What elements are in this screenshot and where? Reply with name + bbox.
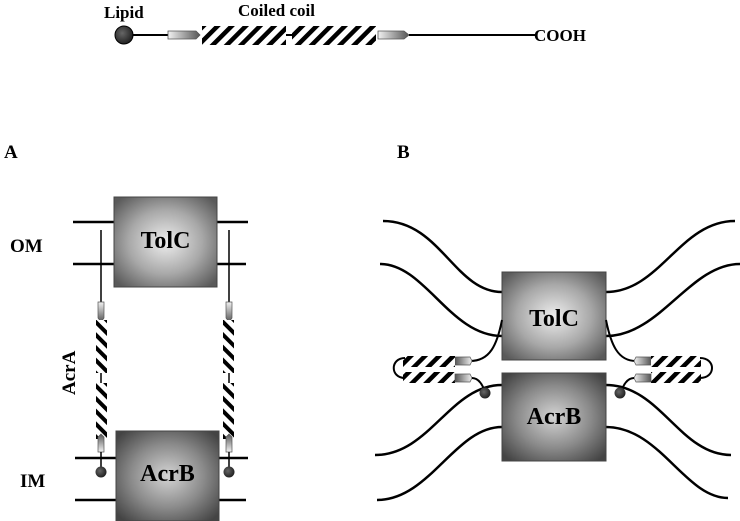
- acra-left-hairpin: [392, 319, 503, 399]
- tolc-label-b: TolC: [529, 306, 579, 332]
- coiled-coil-label: Coiled coil: [238, 1, 315, 20]
- acra-label: AcrA: [59, 350, 80, 395]
- panel-a-label: A: [4, 142, 18, 163]
- coiled-coil-segment-1: [202, 26, 286, 45]
- acrb-label: AcrB: [140, 461, 195, 487]
- acra-right-hairpin: [605, 319, 713, 399]
- acrb-box-b: [501, 372, 607, 462]
- acrb-box: [115, 430, 220, 521]
- acra-left: [95, 230, 107, 478]
- coiled-coil-segment-2: [292, 26, 376, 45]
- domain-structure: Lipid Coiled coil COOH: [104, 1, 586, 45]
- cooh-label: COOH: [534, 26, 586, 45]
- lipid-icon: [114, 25, 134, 45]
- linker-domain-2: [377, 30, 410, 40]
- acrb-label-b: AcrB: [527, 404, 582, 430]
- panel-a: A OM IM AcrA TolC AcrB: [4, 142, 248, 521]
- panel-b: B TolC AcrB: [374, 142, 740, 502]
- tolc-label: TolC: [141, 228, 191, 254]
- tolc-box: [113, 196, 218, 288]
- tolc-box-b: [501, 271, 607, 361]
- acra-right: [223, 230, 235, 478]
- om-label: OM: [10, 236, 43, 257]
- lipid-anchor-right-b-icon: [614, 387, 626, 399]
- im-label: IM: [20, 471, 45, 492]
- lipid-label: Lipid: [104, 3, 144, 22]
- lipid-anchor-left-b-icon: [479, 387, 491, 399]
- linker-domain-1: [167, 30, 201, 40]
- outer-membrane-curved: [379, 219, 740, 338]
- lipid-anchor-left-icon: [95, 466, 107, 478]
- panel-b-label: B: [397, 142, 410, 163]
- lipid-anchor-right-icon: [223, 466, 235, 478]
